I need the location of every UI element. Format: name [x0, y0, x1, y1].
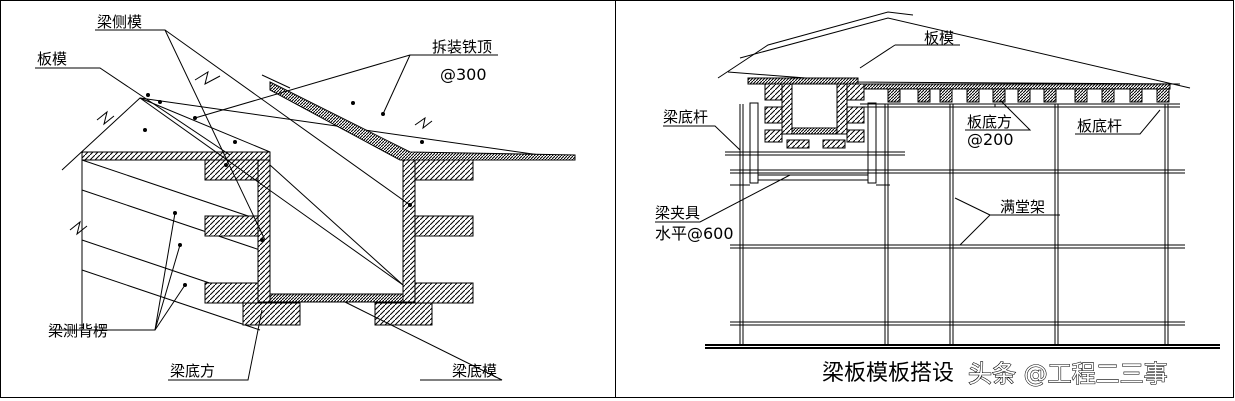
label-spacing-300: @300 — [440, 65, 487, 84]
label-beam-side-back-wale: 梁测背楞 — [48, 322, 108, 340]
label-beam-clamp: 梁夹具 — [655, 204, 700, 222]
watermark: 头条 @工程二三事 — [968, 360, 1168, 388]
label-slab-spacing-200: @200 — [967, 130, 1014, 149]
left-section-drawing — [61, 70, 576, 331]
left-leader-lines — [35, 29, 503, 381]
label-slab-bottom-timber: 板底方 — [967, 113, 1012, 131]
label-beam-side-form: 梁侧模 — [97, 13, 142, 31]
right-leader-lines — [655, 44, 1161, 246]
label-beam-bottom-form: 梁底模 — [452, 362, 497, 380]
right-panel-border — [615, 0, 1234, 398]
label-horizontal-spacing: 水平@600 — [655, 224, 734, 243]
label-slab-form-left: 板模 — [37, 50, 67, 68]
label-demountable-top: 拆装铁顶 — [432, 38, 492, 56]
label-slab-form-right: 板模 — [924, 29, 954, 47]
label-beam-bottom-timber: 梁底方 — [170, 362, 215, 380]
label-beam-bottom-bar: 梁底杆 — [663, 108, 708, 126]
label-full-scaffold: 满堂架 — [1000, 198, 1045, 216]
right-scaffold-drawing — [705, 11, 1220, 349]
left-dots — [143, 93, 424, 287]
diagram-title: 梁板模板搭设 — [822, 361, 954, 386]
label-slab-bottom-bar: 板底杆 — [1077, 117, 1122, 135]
